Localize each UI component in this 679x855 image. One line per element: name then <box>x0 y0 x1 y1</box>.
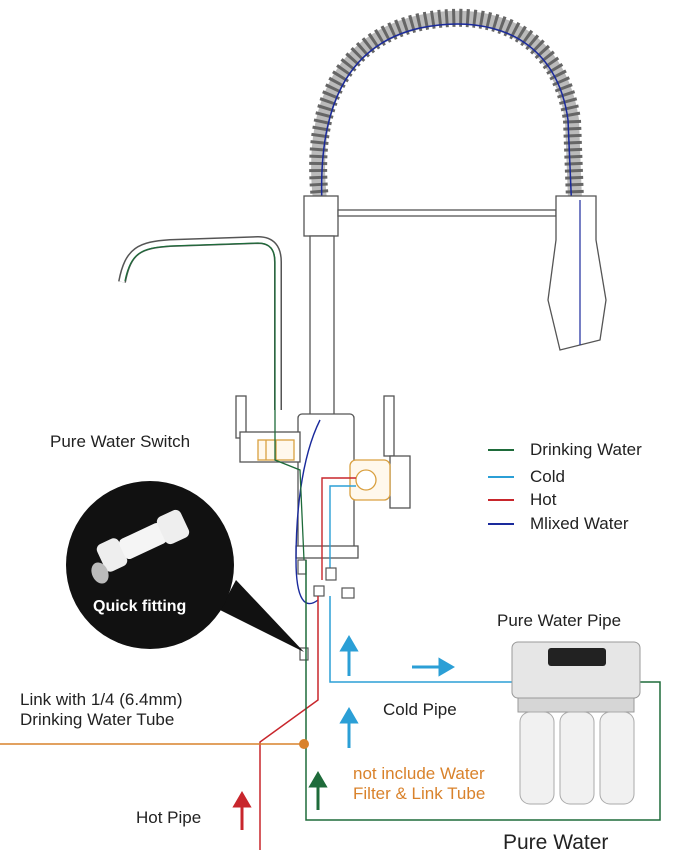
legend-swatch-hot <box>488 499 514 501</box>
mixed-water-spout-line <box>320 23 579 346</box>
legend-label-cold: Cold <box>530 467 565 486</box>
pure-water-switch-valve <box>235 395 301 463</box>
cold-pipe-label: Cold Pipe <box>383 700 457 719</box>
drinking-inner-line <box>274 410 305 561</box>
fitting-pointer <box>220 580 304 652</box>
flow-arrows <box>232 635 455 830</box>
under-sink-hoses <box>297 559 355 661</box>
hot-arrow-up <box>232 791 252 830</box>
drinking-spout <box>118 235 282 410</box>
drinking-arrow-up <box>308 771 328 810</box>
pure-water-label: Pure Water <box>503 831 609 854</box>
hot-pipe-label: Hot Pipe <box>136 808 202 827</box>
cold-arrow-up-2 <box>339 707 359 748</box>
legend-swatch-cold <box>488 476 514 478</box>
junction-dot <box>299 739 309 749</box>
spring-spout <box>309 8 584 201</box>
pure-water-switch-label: Pure Water Switch <box>50 432 191 451</box>
quick-fitting-label: Quick fitting <box>93 598 187 615</box>
legend-item-drinking: Drinking Water <box>488 440 642 460</box>
faucet-body <box>295 195 607 559</box>
water-filter-unit <box>511 641 641 805</box>
cold-arrow-up-1 <box>339 635 359 676</box>
legend-item-cold: Cold <box>488 467 565 487</box>
hot-pipe-line <box>259 596 319 850</box>
quick-fitting-circle <box>66 481 234 649</box>
drinking-pipe-line <box>305 560 661 821</box>
quick-fitting-image <box>91 509 190 584</box>
link-tube-label-line2: Drinking Water Tube <box>20 710 175 729</box>
legend-swatch-drinking <box>488 449 514 451</box>
link-tube-label-line1: Link with 1/4 (6.4mm) <box>20 690 183 709</box>
mixing-valve <box>349 395 411 509</box>
cold-arrow-right <box>412 657 455 677</box>
hot-inner-line <box>321 477 356 580</box>
legend-label-drinking: Drinking Water <box>530 440 642 459</box>
legend-label-mixed: Mlixed Water <box>530 514 629 533</box>
legend-label-hot: Hot <box>530 490 557 509</box>
note-line2: Filter & Link Tube <box>353 784 486 803</box>
note-line1: not include Water <box>353 764 485 783</box>
legend-item-hot: Hot <box>488 490 556 510</box>
legend-swatch-mixed <box>488 523 514 525</box>
pure-water-pipe-label: Pure Water Pipe <box>497 611 622 630</box>
cold-inner-line <box>329 485 356 580</box>
legend-item-mixed: Mlixed Water <box>488 514 629 534</box>
cold-pipe-line <box>329 596 512 683</box>
